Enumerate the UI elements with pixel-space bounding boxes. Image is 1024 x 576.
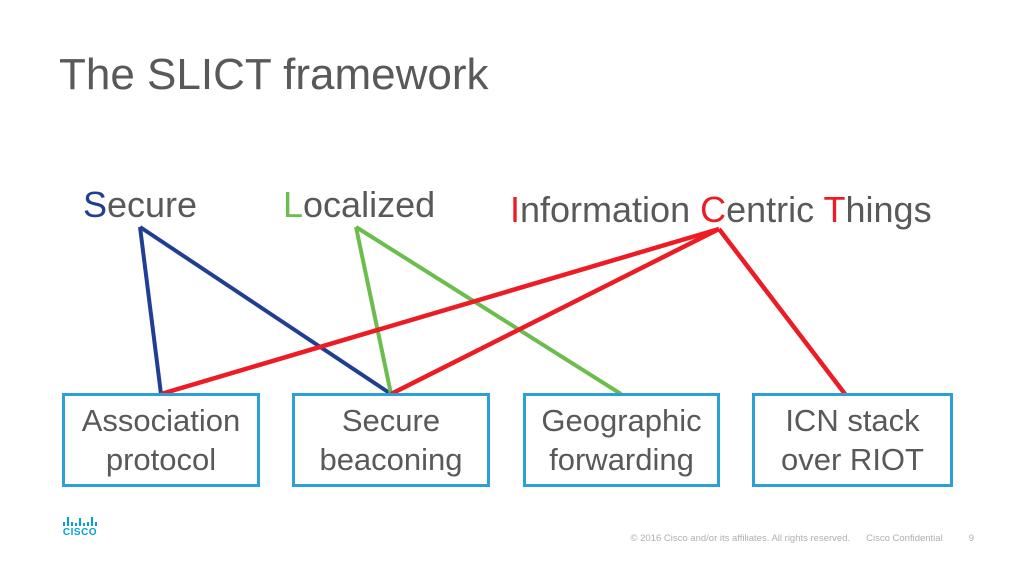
slide-footer: © 2016 Cisco and/or its affiliates. All … <box>631 533 975 544</box>
logo-bar <box>75 523 77 526</box>
logo-bar <box>67 517 69 526</box>
box-geographic-forwarding: Geographic forwarding <box>523 393 720 487</box>
label-information-centric-things: Information Centric Things <box>510 189 932 231</box>
logo-bar <box>71 522 73 526</box>
copyright-text: © 2016 Cisco and/or its affiliates. All … <box>630 533 851 544</box>
connection-localized-to-secure-beaconing <box>354 226 393 395</box>
connection-secure-to-association-protocol <box>138 226 163 395</box>
logo-bar <box>83 523 85 526</box>
box-label-line: Secure <box>341 402 441 438</box>
logo-bar <box>79 518 81 526</box>
cisco-logo-text: CISCO <box>62 527 98 538</box>
connection-information-centric-things-to-icn-stack-over-riot <box>717 227 847 396</box>
connection-localized-to-geographic-forwarding <box>354 225 623 396</box>
cisco-logo: CISCO <box>55 515 105 538</box>
box-icn-stack-over-riot: ICN stack over RIOT <box>752 393 953 487</box>
logo-bar <box>91 517 93 526</box>
cisco-bridge-bars-icon <box>55 515 105 526</box>
label-segment: C <box>700 189 727 230</box>
box-label-line: Association <box>81 402 241 438</box>
label-segment: ocalized <box>303 184 436 225</box>
box-label-line: beaconing <box>319 442 463 477</box>
slide-title: The SLICT framework <box>59 50 489 99</box>
box-label-line: over RIOT <box>781 442 924 477</box>
label-segment: entric <box>726 189 824 230</box>
box-label-line: ICN stack <box>785 402 920 438</box>
box-association-protocol: Association protocol <box>62 393 260 487</box>
label-segment: T <box>823 189 846 230</box>
label-segment: S <box>83 184 108 225</box>
confidential-text: Cisco Confidential <box>866 533 943 544</box>
connection-secure-to-secure-beaconing <box>138 225 393 396</box>
connection-information-centric-things-to-association-protocol <box>160 226 720 397</box>
label-segment: I <box>510 189 521 230</box>
logo-bar <box>95 522 97 526</box>
box-label-line: Geographic <box>541 402 702 438</box>
label-localized: Localized <box>283 184 435 226</box>
logo-bar <box>63 522 65 526</box>
label-segment: nformation <box>520 189 701 230</box>
label-segment: hings <box>845 189 932 230</box>
box-label-line: forwarding <box>549 442 694 477</box>
label-segment: ecure <box>107 184 198 225</box>
connection-information-centric-things-to-secure-beaconing <box>389 226 721 397</box>
logo-bar <box>87 522 89 526</box>
page-number: 9 <box>968 533 974 544</box>
box-secure-beaconing: Secure beaconing <box>292 393 490 487</box>
label-secure: Secure <box>83 184 197 226</box>
box-label-line: protocol <box>105 442 217 477</box>
label-segment: L <box>283 184 304 225</box>
